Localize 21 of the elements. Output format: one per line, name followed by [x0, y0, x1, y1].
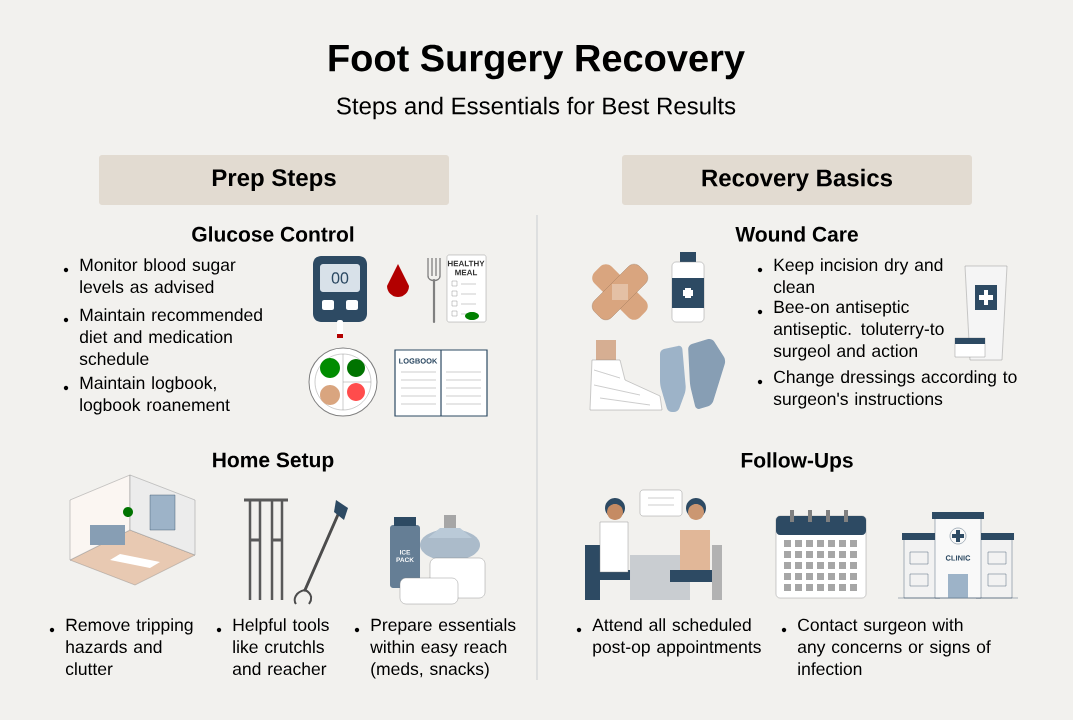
icon-label: 00 [331, 272, 349, 284]
section-heading: Home Setup [213, 452, 334, 472]
bullet-text: Prepare essentials within easy reach (meds, snacks) [370, 618, 516, 679]
section-heading: Follow-Ups [741, 452, 853, 472]
bullet-text: Keep incision dry and clean [773, 258, 943, 294]
section-heading: Wound Care [735, 226, 858, 242]
subtitle: Steps and Essentials for Best Results [337, 96, 736, 120]
section-heading: Glucose Control [192, 226, 354, 242]
title: Foot Surgery Recovery [329, 44, 745, 80]
bullet-text: Remove tripping hazards and clutter [65, 618, 193, 676]
section-header-band: Prep Steps [99, 155, 449, 205]
bullet-text: Attend all scheduled post-op appointments [592, 618, 761, 657]
bullet-text: Helpful tools like crutchls and reacher [232, 618, 329, 676]
bullet-text: Contact surgeon with any concerns or signs of infection [797, 618, 991, 676]
bullet-text: Maintain recommended diet and medication schedule [79, 308, 262, 366]
icon-label: HEALTHY MEAL [447, 260, 485, 276]
bullet-text: Change dressings according to surgeon's instructions [773, 370, 1017, 409]
section-header-band: Recovery Basics [622, 155, 972, 205]
bullet-text: Maintain logbook, logbook roanement [80, 376, 230, 415]
bullet-text: Bee-on antiseptic antiseptic. toluterry-to surgeol and action [773, 300, 944, 361]
bullet-text: Monitor blood sugar levels as advised [80, 258, 236, 294]
